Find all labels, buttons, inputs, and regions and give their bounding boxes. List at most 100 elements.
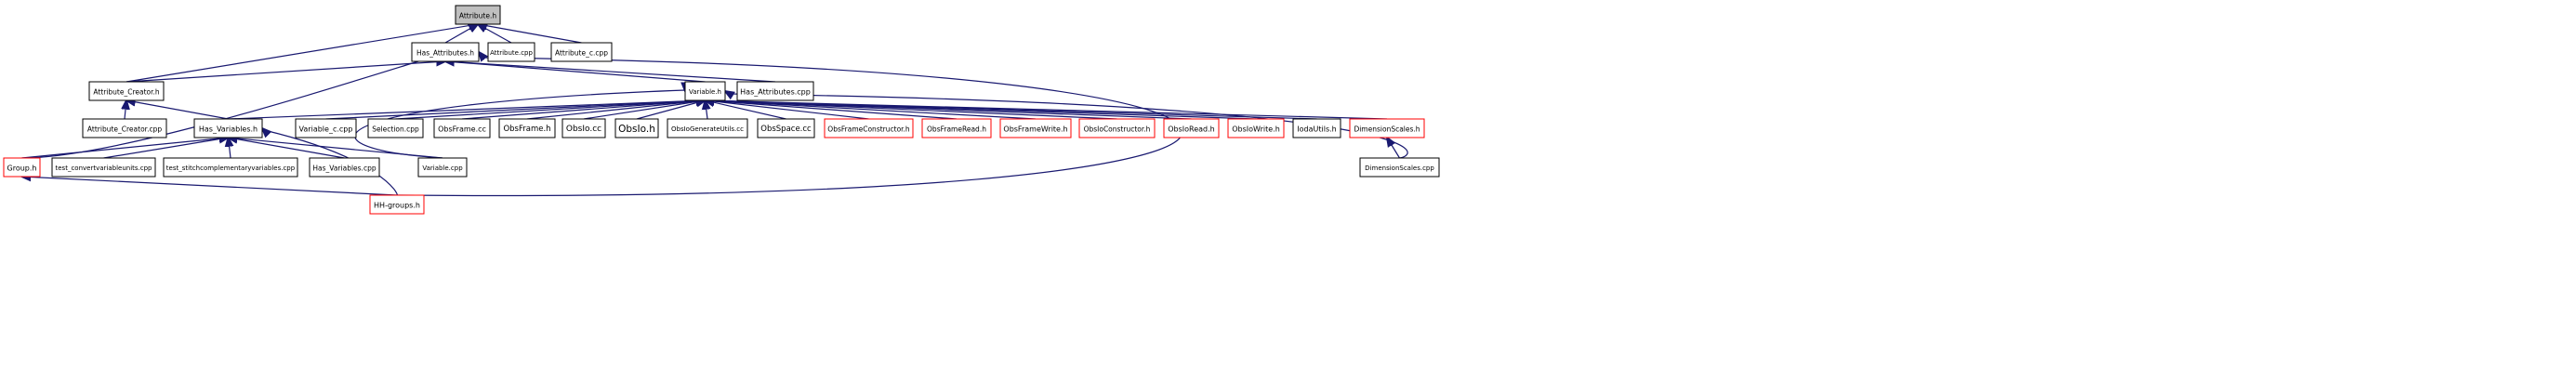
node-box[interactable] <box>757 118 815 138</box>
node-box[interactable] <box>1163 118 1220 138</box>
node-dimensionscales-h[interactable]: DimensionScales.h <box>1349 118 1425 138</box>
node-box[interactable] <box>1359 157 1440 178</box>
node-variable-cpp[interactable]: Variable.cpp <box>417 157 468 178</box>
node-attribute-creator-cpp[interactable]: Attribute_Creator.cpp <box>82 118 167 138</box>
node-box[interactable] <box>369 194 425 215</box>
edge-obsframe_cc-to-variable_h <box>461 100 706 120</box>
node-box[interactable] <box>1349 118 1425 138</box>
node-box[interactable] <box>88 81 165 101</box>
node-box[interactable] <box>82 118 167 138</box>
node-box[interactable] <box>550 42 613 62</box>
node-hh-groups-h[interactable]: HH-groups.h <box>369 194 425 215</box>
node-label: HH-groups.h <box>374 202 420 210</box>
node-box[interactable] <box>193 118 263 138</box>
node-obsio-h[interactable]: ObsIo.h <box>614 118 659 138</box>
node-has-variables-h[interactable]: Has_Variables.h <box>193 118 263 138</box>
node-label: test_stitchcomplementaryvariables.cpp <box>166 165 296 172</box>
node-selection-cpp[interactable]: Selection.cpp <box>367 118 424 138</box>
node-box[interactable] <box>163 157 298 178</box>
node-label: Variable.h <box>689 88 721 96</box>
node-label: Has_Variables.h <box>199 125 258 134</box>
edge-has_attributes_cpp-to-has_attributes_h <box>445 61 776 83</box>
node-has-variables-cpp[interactable]: Has_Variables.cpp <box>309 157 380 178</box>
node-group-h[interactable]: Group.h <box>3 157 41 178</box>
node-box[interactable] <box>3 157 41 178</box>
node-label: ObsIoConstructor.h <box>1084 125 1151 134</box>
node-obsframeconstructor-h[interactable]: ObsFrameConstructor.h <box>824 118 914 138</box>
node-box[interactable] <box>367 118 424 138</box>
node-label: Has_Attributes.cpp <box>740 88 811 97</box>
node-box[interactable] <box>561 118 606 138</box>
node-variable-h[interactable]: Variable.h <box>684 81 726 101</box>
node-label: DimensionScales.cpp <box>1365 165 1434 172</box>
node-label: Attribute_c.cpp <box>555 49 608 58</box>
node-box[interactable] <box>295 118 357 138</box>
node-box[interactable] <box>921 118 992 138</box>
node-obsioconstructor-h[interactable]: ObsIoConstructor.h <box>1078 118 1156 138</box>
node-obsframeread-h[interactable]: ObsFrameRead.h <box>921 118 992 138</box>
node-label: Group.h <box>7 165 37 173</box>
node-box[interactable] <box>309 157 380 178</box>
node-box[interactable] <box>1227 118 1285 138</box>
node-box[interactable] <box>999 118 1072 138</box>
node-label: Variable.cpp <box>422 165 463 172</box>
node-has-attributes-cpp[interactable]: Has_Attributes.cpp <box>736 81 814 101</box>
node-label: ObsFrameConstructor.h <box>827 125 910 134</box>
node-has-attributes-h[interactable]: Has_Attributes.h <box>411 42 480 62</box>
node-label: Attribute.cpp <box>490 49 533 57</box>
node-attribute-h[interactable]: Attribute.h <box>455 5 501 25</box>
node-box[interactable] <box>51 157 156 178</box>
node-iodautils-h[interactable]: IodaUtils.h <box>1292 118 1341 138</box>
edge-obsframeread_h-to-variable_h <box>706 100 958 120</box>
node-attribute-c-cpp[interactable]: Attribute_c.cpp <box>550 42 613 62</box>
node-attribute-creator-h[interactable]: Attribute_Creator.h <box>88 81 165 101</box>
node-box[interactable] <box>411 42 480 62</box>
node-obsframe-h[interactable]: ObsFrame.h <box>498 118 556 138</box>
edge-hh_groups_h-to-group_h <box>22 177 398 196</box>
node-box[interactable] <box>487 42 535 62</box>
node-label: Has_Variables.cpp <box>312 165 376 173</box>
node-box[interactable] <box>498 118 556 138</box>
node-label: Selection.cpp <box>372 125 419 134</box>
node-box[interactable] <box>824 118 914 138</box>
node-box[interactable] <box>684 81 726 101</box>
node-obsiowrite-h[interactable]: ObsIoWrite.h <box>1227 118 1285 138</box>
node-obsframewrite-h[interactable]: ObsFrameWrite.h <box>999 118 1072 138</box>
edge-attribute_creator_h-to-has_attributes_h <box>125 61 445 83</box>
node-label: Attribute_Creator.h <box>93 88 160 97</box>
node-test-convertvariableunits-cpp[interactable]: test_convertvariableunits.cpp <box>51 157 156 178</box>
node-obsioread-h[interactable]: ObsIoRead.h <box>1163 118 1220 138</box>
edges-layer <box>22 24 1408 197</box>
node-test-stitchcomplementaryvariables-cpp[interactable]: test_stitchcomplementaryvariables.cpp <box>163 157 298 178</box>
edge-dimensionscales_h-to-variable_h <box>706 100 1388 120</box>
node-box[interactable] <box>1078 118 1156 138</box>
node-label: ObsFrameWrite.h <box>1003 125 1067 134</box>
node-box[interactable] <box>417 157 468 178</box>
node-box[interactable] <box>433 118 491 138</box>
node-label: Variable_c.cpp <box>299 125 353 134</box>
node-box[interactable] <box>667 118 748 138</box>
node-label: ObsIo.cc <box>566 125 601 134</box>
node-label: ObsIoRead.h <box>1168 125 1215 134</box>
node-obsio-cc[interactable]: ObsIo.cc <box>561 118 606 138</box>
node-dimensionscales-cpp[interactable]: DimensionScales.cpp <box>1359 157 1440 178</box>
node-variable-c-cpp[interactable]: Variable_c.cpp <box>295 118 357 138</box>
node-obsspace-cc[interactable]: ObsSpace.cc <box>757 118 815 138</box>
node-obsiogenerateutils-cc[interactable]: ObsIoGenerateUtils.cc <box>667 118 748 138</box>
edge-dimensionscales_cpp-to-dimensionscales_h <box>1387 138 1401 159</box>
node-obsframe-cc[interactable]: ObsFrame.cc <box>433 118 491 138</box>
node-attribute-cpp[interactable]: Attribute.cpp <box>487 42 535 62</box>
node-box[interactable] <box>1292 118 1341 138</box>
node-label: ObsIoWrite.h <box>1232 125 1280 134</box>
node-box[interactable] <box>736 81 814 101</box>
node-label: ObsIo.h <box>618 124 655 135</box>
node-box[interactable] <box>614 118 659 138</box>
node-box[interactable] <box>455 5 501 25</box>
node-label: Has_Attributes.h <box>416 49 474 58</box>
node-label: ObsFrame.h <box>503 125 550 134</box>
node-label: Attribute_Creator.cpp <box>87 125 162 134</box>
node-label: ObsFrame.cc <box>438 125 486 134</box>
node-label: DimensionScales.h <box>1354 125 1420 134</box>
